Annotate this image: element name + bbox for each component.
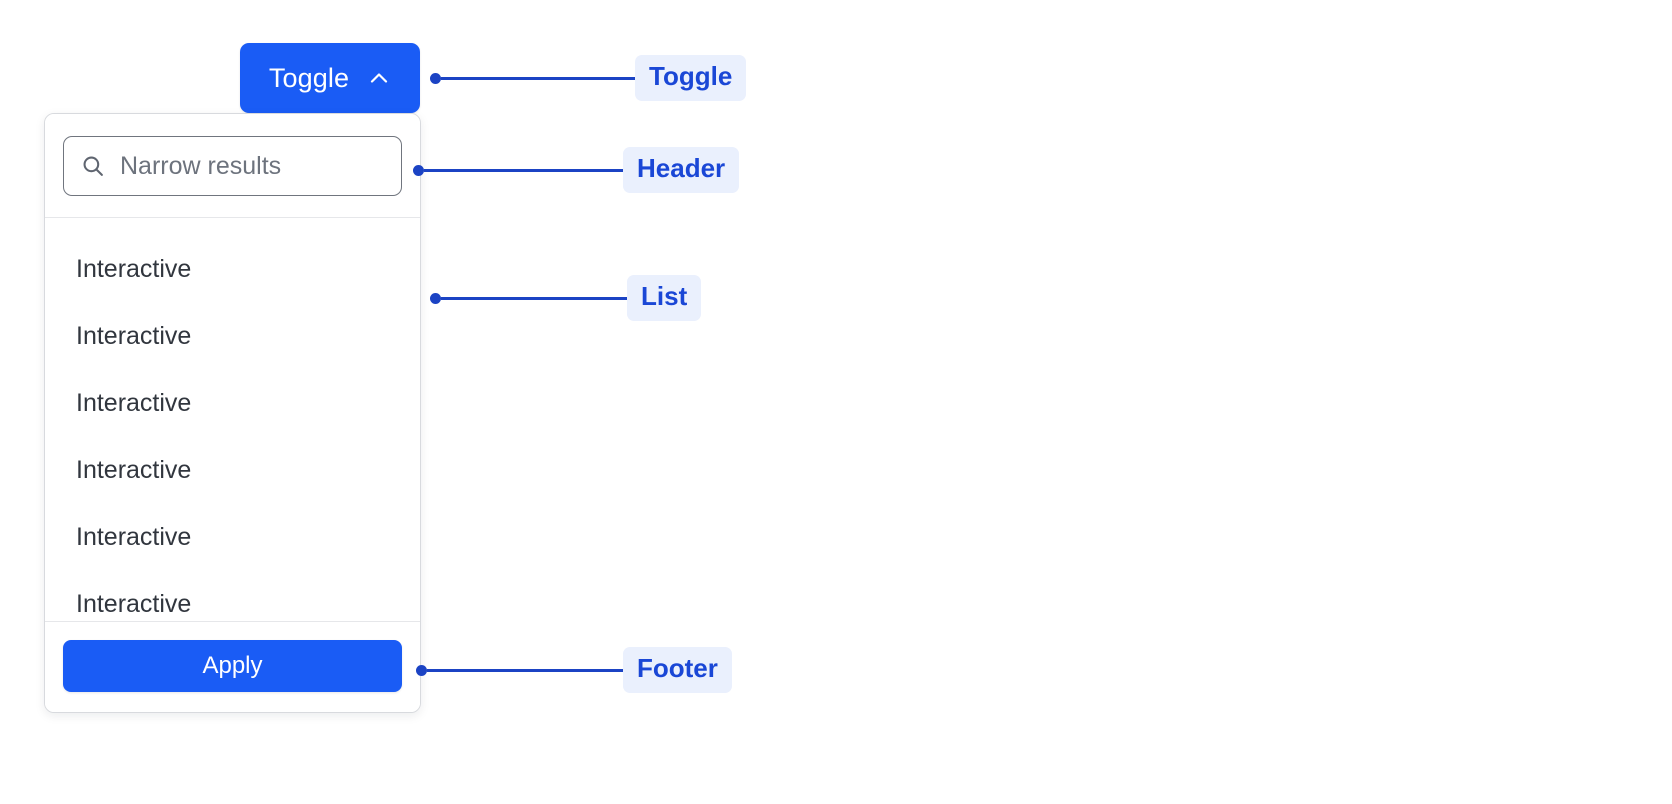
annotation-dot	[413, 164, 424, 176]
annotation-dot	[430, 72, 441, 84]
toggle-button-label: Toggle	[268, 62, 350, 93]
annotation-dot	[416, 664, 427, 676]
annotation-leader-line	[424, 168, 625, 172]
toggle-button[interactable]: Toggle	[240, 43, 420, 113]
annotation-leader-line	[427, 668, 625, 672]
list-item-label: Interactive	[76, 590, 192, 618]
list-item[interactable]: Interactive	[45, 571, 420, 621]
dropdown-list: Interactive Interactive Interactive Inte…	[45, 218, 420, 621]
apply-button[interactable]: Apply	[63, 640, 402, 692]
list-item-label: Interactive	[76, 255, 192, 283]
annotation-label-list: List	[627, 275, 702, 321]
list-item-label: Interactive	[76, 523, 192, 551]
list-item[interactable]: Interactive	[45, 504, 420, 571]
annotation-label-header: Header	[623, 147, 740, 193]
dropdown-panel: Interactive Interactive Interactive Inte…	[44, 113, 421, 713]
annotation-dot	[430, 292, 441, 304]
list-item-label: Interactive	[76, 322, 192, 350]
annotation-leader-line	[441, 296, 629, 300]
dropdown-footer: Apply	[45, 621, 420, 712]
list-item-label: Interactive	[76, 456, 192, 484]
chevron-up-icon	[367, 66, 391, 90]
list-item[interactable]: Interactive	[45, 370, 420, 437]
annotation-label-footer: Footer	[623, 647, 732, 693]
list-item[interactable]: Interactive	[45, 303, 420, 370]
list-item[interactable]: Interactive	[45, 236, 420, 303]
annotation-leader-line	[441, 76, 637, 80]
list-item[interactable]: Interactive	[45, 437, 420, 504]
list-item-label: Interactive	[76, 389, 192, 417]
annotation-label-toggle: Toggle	[635, 55, 747, 101]
search-icon	[80, 153, 106, 179]
search-box[interactable]	[63, 136, 420, 196]
search-input[interactable]	[120, 151, 420, 181]
dropdown-header	[45, 114, 420, 218]
